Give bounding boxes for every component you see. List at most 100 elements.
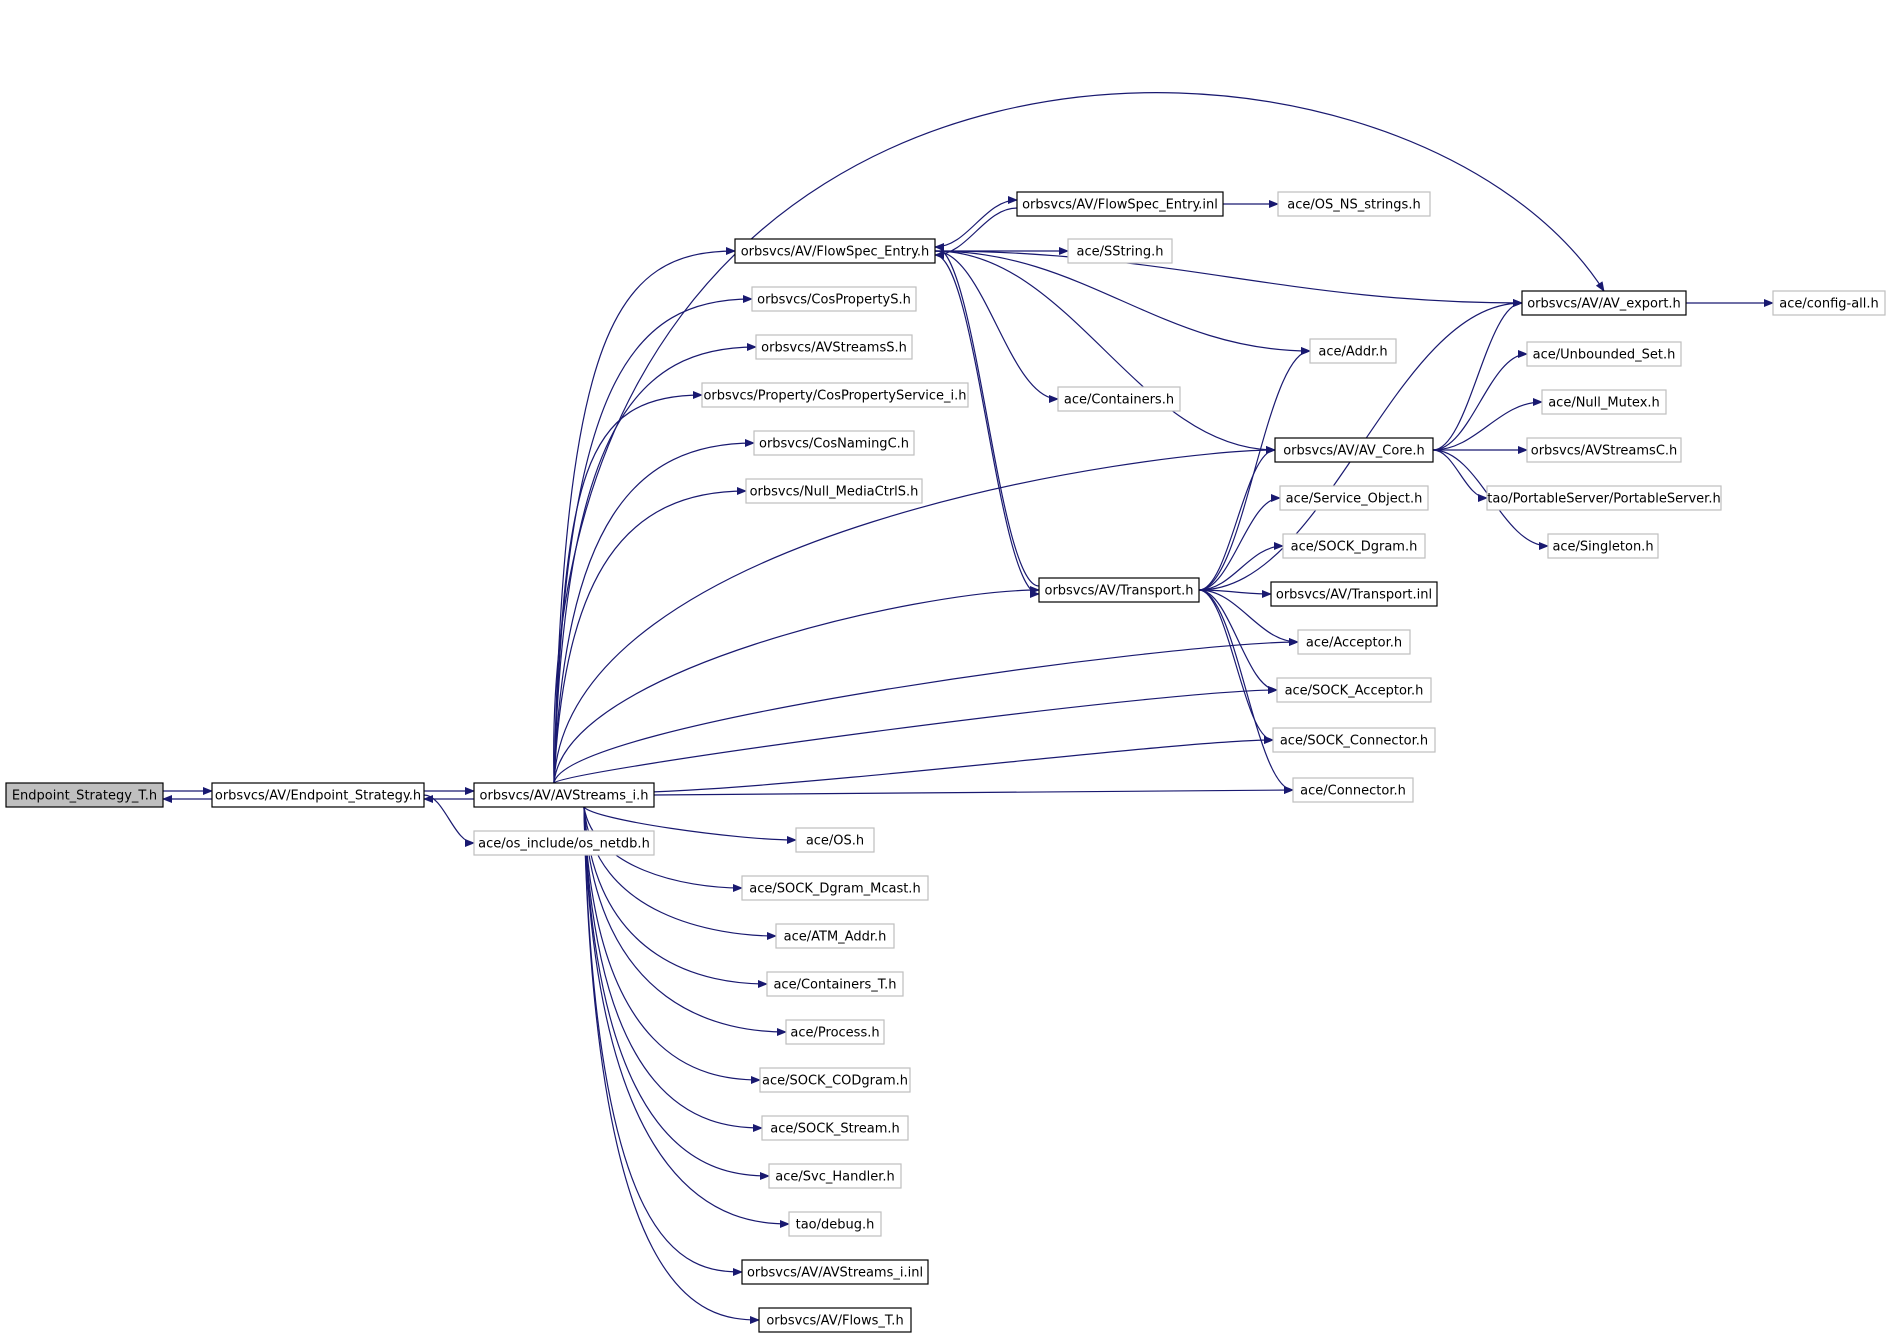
node-tao-portableserver-portableserver-h[interactable]: tao/PortableServer/PortableServer.h (1486, 485, 1722, 511)
node-ace-os-include-os-netdb-h[interactable]: ace/os_include/os_netdb.h (473, 830, 655, 856)
node-ace-svc-handler-h[interactable]: ace/Svc_Handler.h (768, 1163, 902, 1189)
node-ace-null-mutex-h[interactable]: ace/Null_Mutex.h (1541, 389, 1667, 415)
node-ace-sock-acceptor-h[interactable]: ace/SOCK_Acceptor.h (1276, 677, 1432, 703)
node-ace-acceptor-h[interactable]: ace/Acceptor.h (1297, 629, 1411, 655)
node-box[interactable] (734, 238, 936, 264)
node-box[interactable] (745, 478, 923, 504)
node-ace-unbounded-set-h[interactable]: ace/Unbounded_Set.h (1526, 341, 1682, 367)
node-ace-sock-connector-h[interactable]: ace/SOCK_Connector.h (1272, 727, 1436, 753)
node-orbsvcs-av-flowspec-entry-h[interactable]: orbsvcs/AV/FlowSpec_Entry.h (734, 238, 936, 264)
node-ace-addr-h[interactable]: ace/Addr.h (1309, 338, 1397, 364)
node-orbsvcs-cospropertys-h[interactable]: orbsvcs/CosPropertyS.h (751, 286, 917, 312)
node-ace-atm-addr-h[interactable]: ace/ATM_Addr.h (775, 923, 895, 949)
node-ace-sock-dgram-h[interactable]: ace/SOCK_Dgram.h (1282, 533, 1426, 559)
edge-n25-to-n15 (1198, 347, 1311, 591)
node-orbsvcs-null-mediactrls-h[interactable]: orbsvcs/Null_MediaCtrlS.h (745, 478, 923, 504)
node-box[interactable] (1270, 581, 1438, 607)
node-ace-sock-codgram-h[interactable]: ace/SOCK_CODgram.h (759, 1067, 911, 1093)
node-box[interactable] (1526, 437, 1682, 463)
node-box[interactable] (1276, 677, 1432, 703)
node-ace-containers-h[interactable]: ace/Containers.h (1057, 386, 1181, 412)
node-label: ace/OS_NS_strings.h (1287, 198, 1420, 213)
node-ace-containers-t-h[interactable]: ace/Containers_T.h (766, 971, 904, 997)
node-label: ace/SOCK_Stream.h (770, 1122, 900, 1137)
node-orbsvcs-av-flows-t-h[interactable]: orbsvcs/AV/Flows_T.h (758, 1307, 912, 1333)
node-box[interactable] (1526, 341, 1682, 367)
node-orbsvcs-av-transport-h[interactable]: orbsvcs/AV/Transport.h (1038, 577, 1200, 603)
node-ace-service-object-h[interactable]: ace/Service_Object.h (1279, 485, 1429, 511)
node-box[interactable] (1279, 485, 1429, 511)
node-box[interactable] (1309, 338, 1397, 364)
node-orbsvcs-av-av-export-h[interactable]: orbsvcs/AV/AV_export.h (1521, 290, 1687, 316)
node-box[interactable] (211, 782, 425, 808)
node-box[interactable] (473, 782, 655, 808)
node-box[interactable] (1272, 727, 1436, 753)
node-ace-connector-h[interactable]: ace/Connector.h (1292, 777, 1414, 803)
node-label: ace/ATM_Addr.h (784, 930, 887, 945)
node-box[interactable] (741, 875, 929, 901)
edge-n2-to-n32 (583, 806, 743, 892)
node-orbsvcs-avstreamss-h[interactable]: orbsvcs/AVStreamsS.h (755, 334, 913, 360)
node-box[interactable] (768, 1163, 902, 1189)
node-label: orbsvcs/AVStreamsS.h (761, 341, 907, 356)
node-orbsvcs-cosnamingc-h[interactable]: orbsvcs/CosNamingC.h (753, 430, 915, 456)
node-orbsvcs-av-endpoint-strategy-h[interactable]: orbsvcs/AV/Endpoint_Strategy.h (211, 782, 425, 808)
node-ace-singleton-h[interactable]: ace/Singleton.h (1547, 533, 1659, 559)
node-ace-config-all-h[interactable]: ace/config-all.h (1772, 290, 1886, 316)
node-box[interactable] (1057, 386, 1181, 412)
node-ace-process-h[interactable]: ace/Process.h (785, 1019, 885, 1045)
node-ace-sock-dgram-mcast-h[interactable]: ace/SOCK_Dgram_Mcast.h (741, 875, 929, 901)
edge-n2-to-n41 (583, 806, 760, 1324)
node-box[interactable] (1772, 290, 1886, 316)
node-box[interactable] (1277, 191, 1431, 217)
node-box[interactable] (755, 334, 913, 360)
node-box[interactable] (775, 923, 895, 949)
node-ace-sstring-h[interactable]: ace/SString.h (1067, 238, 1173, 264)
node-box[interactable] (1547, 533, 1659, 559)
node-box[interactable] (758, 1307, 912, 1333)
node-box[interactable] (785, 1019, 885, 1045)
node-box[interactable] (751, 286, 917, 312)
node-label: ace/Addr.h (1318, 345, 1387, 360)
node-ace-os-h[interactable]: ace/OS.h (795, 827, 875, 853)
node-orbsvcs-av-avstreams-i-h[interactable]: orbsvcs/AV/AVStreams_i.h (473, 782, 655, 808)
node-box[interactable] (1274, 437, 1434, 463)
node-orbsvcs-av-av-core-h[interactable]: orbsvcs/AV/AV_Core.h (1274, 437, 1434, 463)
edge-n2-to-n25 (553, 586, 1040, 784)
node-ace-os-ns-strings-h[interactable]: ace/OS_NS_strings.h (1277, 191, 1431, 217)
node-box[interactable] (761, 1115, 909, 1141)
node-box[interactable] (1067, 238, 1173, 264)
node-endpoint-strategy-t-h[interactable]: Endpoint_Strategy_T.h (5, 782, 164, 808)
node-box[interactable] (766, 971, 904, 997)
node-orbsvcs-av-transport-inl[interactable]: orbsvcs/AV/Transport.inl (1270, 581, 1438, 607)
node-orbsvcs-av-flowspec-entry-inl[interactable]: orbsvcs/AV/FlowSpec_Entry.inl (1016, 191, 1224, 217)
node-box[interactable] (473, 830, 655, 856)
edge-layer (162, 92, 1774, 1324)
node-label: ace/Connector.h (1300, 784, 1406, 799)
node-label: orbsvcs/AVStreamsC.h (1531, 444, 1678, 459)
node-box[interactable] (1016, 191, 1224, 217)
node-box[interactable] (1282, 533, 1426, 559)
node-box[interactable] (753, 430, 915, 456)
node-orbsvcs-property-cospropertyservice-i-h[interactable]: orbsvcs/Property/CosPropertyService_i.h (701, 382, 969, 408)
node-orbsvcs-avstreamsc-h[interactable]: orbsvcs/AVStreamsC.h (1526, 437, 1682, 463)
node-box[interactable] (1486, 485, 1722, 511)
node-box[interactable] (701, 382, 969, 408)
node-ace-sock-stream-h[interactable]: ace/SOCK_Stream.h (761, 1115, 909, 1141)
node-label: ace/Singleton.h (1552, 540, 1653, 555)
node-orbsvcs-av-avstreams-i-inl[interactable]: orbsvcs/AV/AVStreams_i.inl (741, 1259, 929, 1285)
node-box[interactable] (795, 827, 875, 853)
node-box[interactable] (788, 1211, 882, 1237)
node-box[interactable] (1292, 777, 1414, 803)
node-box[interactable] (1297, 629, 1411, 655)
edge-n2-to-n39 (583, 806, 790, 1228)
node-box[interactable] (1541, 389, 1667, 415)
node-box[interactable] (1521, 290, 1687, 316)
node-box[interactable] (741, 1259, 929, 1285)
node-box[interactable] (5, 782, 164, 808)
node-box[interactable] (759, 1067, 911, 1093)
edge-n2-to-n33 (583, 806, 777, 940)
edge-n4-to-n5 (934, 196, 1018, 248)
node-box[interactable] (1038, 577, 1200, 603)
node-tao-debug-h[interactable]: tao/debug.h (788, 1211, 882, 1237)
